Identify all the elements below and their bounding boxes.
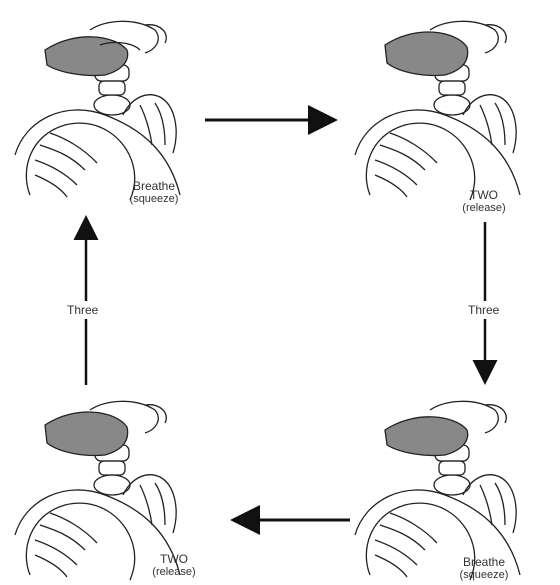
caption-top-right: TWO (release) <box>404 189 560 215</box>
bag-mask-ventilation-illustration <box>345 385 545 585</box>
arrow-label-right: Three <box>466 301 501 319</box>
arrow-label-left: Three <box>65 301 100 319</box>
caption-bottom-right-sub: (squeeze) <box>404 569 560 582</box>
caption-bottom-left: TWO (release) <box>94 553 254 579</box>
caption-top-left: Breathe (squeeze) <box>74 180 234 206</box>
caption-top-left-label: Breathe <box>74 180 234 193</box>
panel-top-right <box>345 5 545 205</box>
caption-bottom-left-sub: (release) <box>94 566 254 579</box>
panel-top-left <box>5 5 205 205</box>
caption-bottom-right: Breathe (squeeze) <box>404 556 560 582</box>
caption-top-right-label: TWO <box>404 189 560 202</box>
bag-mask-ventilation-illustration <box>345 5 545 205</box>
caption-top-left-sub: (squeeze) <box>74 193 234 206</box>
caption-top-right-sub: (release) <box>404 202 560 215</box>
caption-bottom-right-label: Breathe <box>404 556 560 569</box>
bag-mask-ventilation-illustration <box>5 5 205 205</box>
caption-bottom-left-label: TWO <box>94 553 254 566</box>
panel-bottom-right <box>345 385 545 585</box>
